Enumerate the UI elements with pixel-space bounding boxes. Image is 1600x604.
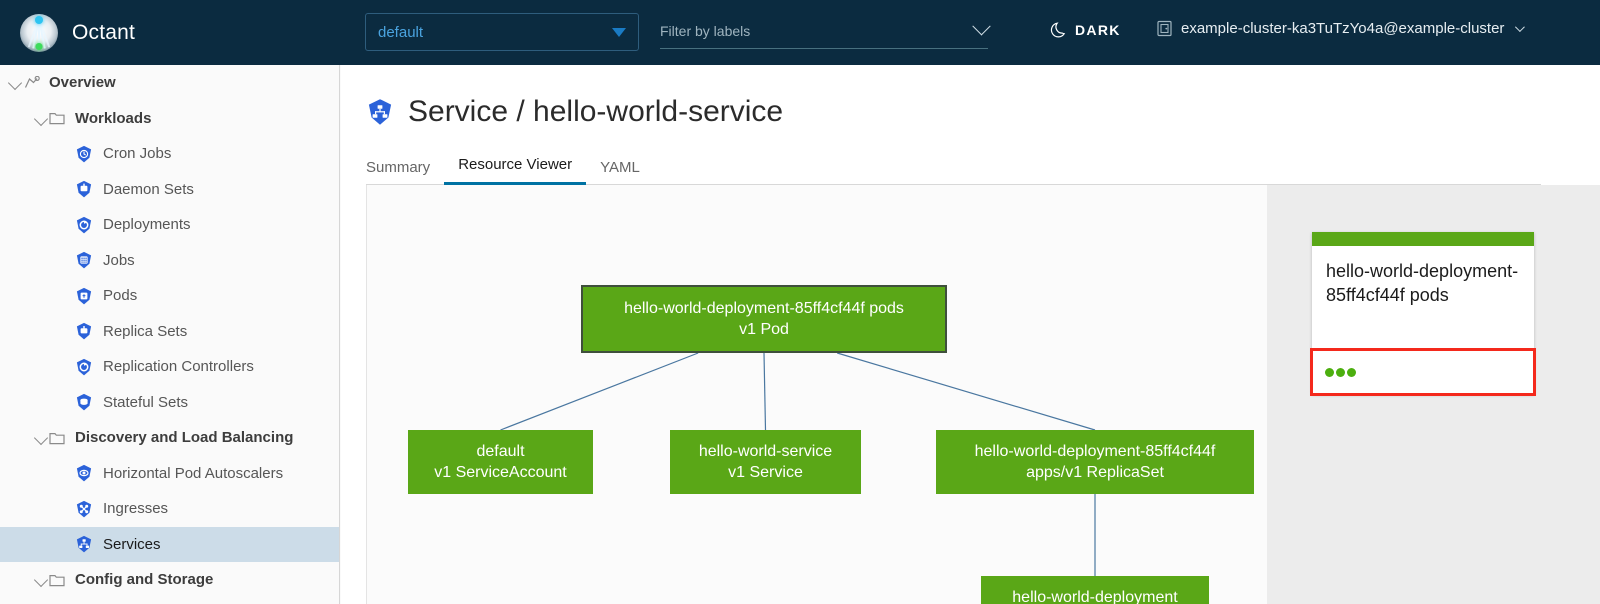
chevron-down-icon (1515, 22, 1526, 33)
sidebar-item-label: Pods (103, 287, 138, 305)
label-filter-placeholder: Filter by labels (660, 22, 751, 39)
k8s-job-icon (75, 251, 93, 269)
detail-card[interactable]: hello-world-deployment-85ff4cf44f pods (1310, 232, 1536, 396)
sidebar-item-label: Workloads (75, 109, 152, 127)
graph-node-service[interactable]: hello-world-service v1 Service (670, 430, 861, 494)
graph-node-kind: apps/v1 ReplicaSet (1026, 464, 1164, 481)
overview-icon (23, 75, 40, 90)
pod-status-strip[interactable] (1310, 348, 1536, 396)
cluster-icon (1157, 20, 1172, 37)
sidebar-item-label: Services (103, 535, 161, 553)
folder-icon (49, 573, 65, 587)
graph-node-kind: v1 Pod (739, 321, 789, 338)
sidebar-item-replication-controllers[interactable]: Replication Controllers (0, 349, 339, 385)
k8s-cronjob-icon (75, 145, 93, 163)
sidebar-item-pods[interactable]: Pods (0, 278, 339, 314)
graph-node-kind: v1 Service (728, 464, 803, 481)
graph-edges (500, 352, 1096, 576)
tabs-divider (366, 184, 1541, 185)
sidebar-item-label: Config and Storage (75, 571, 214, 589)
sidebar-item-workloads[interactable]: Workloads (0, 101, 339, 137)
chevron-down-icon[interactable] (34, 575, 49, 584)
tab-yaml[interactable]: YAML (600, 159, 640, 176)
k8s-hpa-icon (75, 464, 93, 482)
brand-name: Octant (72, 20, 136, 44)
namespace-value: default (378, 23, 424, 41)
pod-status-dot[interactable] (1347, 367, 1356, 377)
theme-toggle-label: DARK (1075, 21, 1121, 38)
octant-logo-icon (20, 13, 58, 52)
graph-node-name: hello-world-deployment-85ff4cf44f pods (624, 300, 904, 317)
detail-card-accent-bar (1312, 232, 1534, 246)
sidebar-item-label: Replication Controllers (103, 358, 254, 376)
namespace-select[interactable]: default (365, 13, 639, 51)
sidebar-item-label: Overview (49, 74, 116, 92)
k8s-replicaset-icon (75, 322, 93, 340)
sidebar-item-cron-jobs[interactable]: Cron Jobs (0, 136, 339, 172)
sidebar-item-label: Cron Jobs (103, 145, 172, 163)
sidebar-item-services[interactable]: Services (0, 526, 339, 562)
tab-summary[interactable]: Summary (366, 159, 431, 176)
sidebar-item-label: Horizontal Pod Autoscalers (103, 464, 284, 482)
sidebar-item-label: Jobs (103, 251, 135, 269)
detail-card-title: hello-world-deployment-85ff4cf44f pods (1326, 261, 1519, 305)
theme-toggle-button[interactable]: DARK (1050, 21, 1121, 38)
label-filter-input[interactable]: Filter by labels (660, 13, 991, 49)
k8s-statefulset-icon (75, 393, 93, 411)
sidebar-item-deployments[interactable]: Deployments (0, 207, 339, 243)
tab-resource-viewer[interactable]: Resource Viewer (444, 156, 587, 185)
sidebar-item-overview[interactable]: Overview (0, 65, 339, 101)
k8s-daemonset-icon (75, 180, 93, 198)
graph-node-pod[interactable]: hello-world-deployment-85ff4cf44f pods v1… (581, 285, 947, 353)
sidebar-item-stateful-sets[interactable]: Stateful Sets (0, 385, 339, 421)
graph-node-name: hello-world-service (698, 443, 833, 460)
resource-viewer-graph: hello-world-deployment-85ff4cf44f pods v1… (366, 185, 1267, 604)
chevron-down-icon[interactable] (972, 17, 991, 36)
chevron-down-icon[interactable] (8, 78, 23, 87)
app-header: Octant default Filter by labels DARK exa… (0, 0, 1600, 65)
page-title: Service / hello-world-service (366, 95, 783, 129)
page-title-text: Service / hello-world-service (408, 95, 784, 128)
k8s-deployment-icon (75, 216, 93, 234)
sidebar-item-ingresses[interactable]: Ingresses (0, 491, 339, 527)
caret-down-icon (612, 27, 626, 37)
tab-bar: Summary Resource Viewer YAML (366, 150, 654, 185)
k8s-ingress-icon (75, 500, 93, 518)
graph-node-name: hello-world-deployment (1012, 589, 1178, 604)
sidebar-item-label: Stateful Sets (103, 393, 189, 411)
chevron-down-icon[interactable] (34, 433, 49, 442)
sidebar-item-label: Discovery and Load Balancing (75, 429, 294, 447)
graph-node-name: default (476, 443, 525, 460)
k8s-service-icon (366, 98, 394, 126)
sidebar-item-horizontal-pod-autoscalers[interactable]: Horizontal Pod Autoscalers (0, 456, 339, 492)
sidebar-item-config-and-storage[interactable]: Config and Storage (0, 562, 339, 598)
sidebar-item-label: Daemon Sets (103, 180, 194, 198)
cluster-name: example-cluster-ka3TuTzYo4a@example-clus… (1181, 20, 1505, 37)
pod-status-dot[interactable] (1336, 367, 1345, 377)
graph-node-kind: v1 ServiceAccount (434, 464, 567, 481)
pod-status-dot[interactable] (1325, 367, 1334, 377)
sidebar-item-replica-sets[interactable]: Replica Sets (0, 314, 339, 350)
sidebar-item-discovery-and-load-balancing[interactable]: Discovery and Load Balancing (0, 420, 339, 456)
graph-node-deployment[interactable]: hello-world-deploymentapps/v1 Deployment (981, 576, 1209, 604)
k8s-rc-icon (75, 358, 93, 376)
chevron-down-icon[interactable] (34, 114, 49, 123)
brand[interactable]: Octant (0, 0, 340, 65)
folder-icon (49, 431, 65, 445)
graph-node-sa[interactable]: default v1 ServiceAccount (408, 430, 593, 494)
sidebar-item-daemon-sets[interactable]: Daemon Sets (0, 172, 339, 208)
graph-node-name: hello-world-deployment-85ff4cf44f (974, 443, 1216, 460)
k8s-service-icon (75, 535, 93, 553)
sidebar-item-jobs[interactable]: Jobs (0, 243, 339, 279)
sidebar-item-label: Ingresses (103, 500, 169, 518)
moon-icon (1050, 21, 1067, 38)
folder-icon (49, 111, 65, 125)
sidebar-item-label: Deployments (103, 216, 191, 234)
cluster-selector[interactable]: example-cluster-ka3TuTzYo4a@example-clus… (1157, 20, 1526, 37)
sidebar-item-label: Replica Sets (103, 322, 188, 340)
k8s-pod-icon (75, 287, 93, 305)
graph-node-replicaset[interactable]: hello-world-deployment-85ff4cf44f apps/v1… (936, 430, 1254, 494)
